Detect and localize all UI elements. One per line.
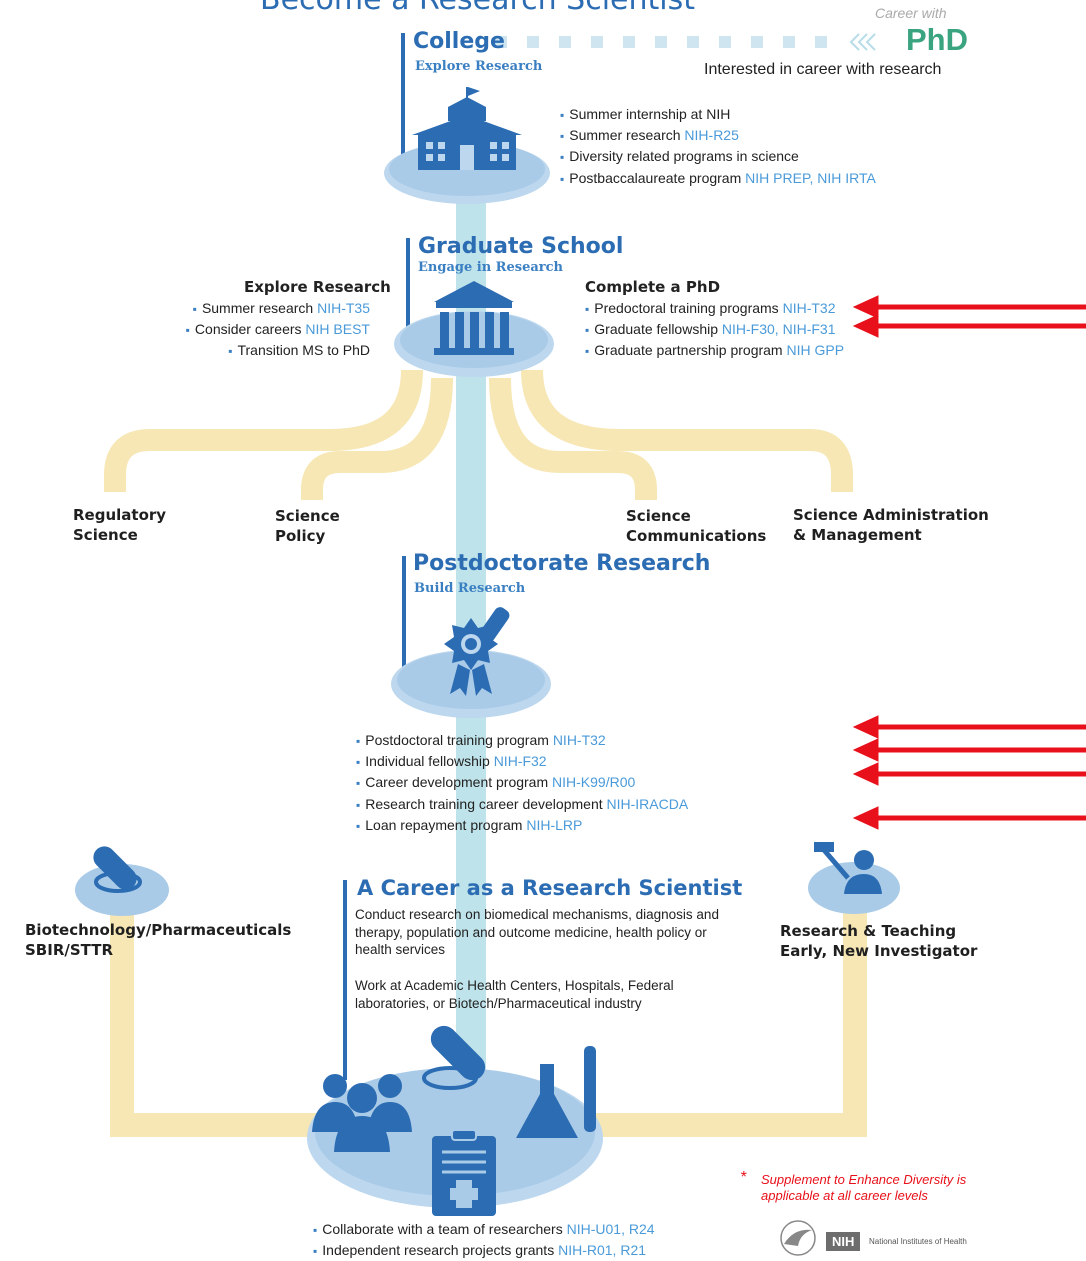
diploma-ribbon-icon <box>391 607 551 718</box>
list-item: Postbaccalaureate program NIH PREP, NIH … <box>560 168 876 189</box>
postdoc-accent-bar <box>402 556 406 688</box>
grad-subheading: Engage in Research <box>418 260 563 275</box>
list-item: Graduate partnership program NIH GPP <box>585 340 844 361</box>
grad-complete-list: Predoctoral training programs NIH-T32 Gr… <box>585 298 844 362</box>
flask-icon <box>516 1064 578 1138</box>
list-item: Loan repayment program NIH-LRP <box>356 815 688 836</box>
phd-label: PhD <box>906 22 968 57</box>
clipboard-icon <box>432 1129 496 1216</box>
postdoc-subheading: Build Research <box>414 581 526 596</box>
test-tube-icon <box>584 1046 596 1132</box>
program-link[interactable]: NIH-F30, NIH-F31 <box>721 321 836 338</box>
grad-heading: Graduate School <box>418 234 624 259</box>
list-item: Individual fellowship NIH-F32 <box>356 751 688 772</box>
program-link[interactable]: NIH-T32 <box>552 732 606 748</box>
list-item: Postdoctoral training program NIH-T32 <box>356 730 688 751</box>
list-item: Summer internship at NIH <box>560 104 876 125</box>
arrow-loan-repayment-icon <box>852 806 1086 830</box>
bank-column-icon <box>394 281 554 377</box>
career-with-subtitle: Interested in career with research <box>704 61 942 78</box>
list-item: Summer research NIH-T35 <box>186 298 370 319</box>
list-item: Predoctoral training programs NIH-T32 <box>585 298 844 319</box>
people-group-icon <box>312 1074 412 1152</box>
career-grant-list: Collaborate with a team of researchers N… <box>313 1219 655 1261</box>
grad-explore-title: Explore Research <box>244 278 391 296</box>
list-item: Collaborate with a team of researchers N… <box>313 1219 655 1240</box>
list-item: Summer research NIH-R25 <box>560 125 876 146</box>
program-link[interactable]: NIH PREP, NIH IRTA <box>745 169 876 186</box>
career-workplaces: Work at Academic Health Centers, Hospita… <box>355 978 674 1011</box>
grad-accent-bar <box>406 238 410 336</box>
highlight-arrows <box>852 295 1086 830</box>
list-item: Graduate fellowship NIH-F30, NIH-F31 <box>585 319 844 340</box>
supplement-star: * <box>740 1169 747 1186</box>
program-link[interactable]: NIH-R25 <box>684 127 739 144</box>
page-title: Become a Research Scientist <box>260 0 695 17</box>
supplement-note: Supplement to Enhance Diversity is appli… <box>761 1172 967 1203</box>
dotted-progress-line <box>495 33 876 51</box>
list-item: Diversity related programs in science <box>560 146 876 167</box>
school-building-icon <box>384 87 550 204</box>
postdoc-heading: Postdoctorate Research <box>413 551 711 576</box>
arrow-predoctoral-icon <box>852 295 1086 319</box>
program-link[interactable]: NIH BEST <box>305 321 370 338</box>
grad-complete-title: Complete a PhD <box>585 278 721 296</box>
program-link[interactable]: NIH-R01, R21 <box>558 1242 647 1259</box>
program-link[interactable]: NIH-IRACDA <box>606 795 689 812</box>
list-item: Research training career development NIH… <box>356 794 688 815</box>
college-subheading: Explore Research <box>415 59 543 74</box>
nih-name: National Institutes of Health <box>869 1237 967 1246</box>
grad-explore-list: Summer research NIH-T35 Consider careers… <box>186 298 370 362</box>
college-heading: College <box>413 29 505 54</box>
career-heading: A Career as a Research Scientist <box>357 876 743 900</box>
program-link[interactable]: NIH-T32 <box>782 300 836 316</box>
program-link[interactable]: NIH-U01, R24 <box>566 1221 655 1237</box>
pill-petri-icon <box>75 846 169 916</box>
list-item: Consider careers NIH BEST <box>186 319 370 340</box>
college-program-list: Summer internship at NIH Summer research… <box>560 104 876 189</box>
program-link[interactable]: NIH-K99/R00 <box>552 774 636 791</box>
program-link[interactable]: NIH GPP <box>786 342 845 359</box>
career-accent-bar <box>343 880 347 1080</box>
career-description: Conduct research on biomedical mechanism… <box>355 907 719 957</box>
branch-science-administration: Science Administration& Management <box>793 506 989 544</box>
list-item: Career development program NIH-K99/R00 <box>356 772 688 793</box>
program-link[interactable]: NIH-F32 <box>493 753 547 770</box>
program-link[interactable]: NIH-LRP <box>526 816 583 833</box>
program-link[interactable]: NIH-T35 <box>317 300 370 316</box>
teacher-icon <box>808 842 900 914</box>
arrow-individual-fellowship-icon <box>852 738 1086 762</box>
postdoc-program-list: Postdoctoral training program NIH-T32 In… <box>356 730 688 836</box>
list-item: Transition MS to PhD <box>186 340 370 361</box>
nih-badge: NIH <box>826 1232 861 1251</box>
pill-petri-icon <box>422 1025 486 1090</box>
arrow-postdoctoral-training-icon <box>852 715 1086 739</box>
career-icons-platform <box>307 1025 603 1216</box>
hhs-eagle-icon <box>780 1220 816 1256</box>
college-accent-bar <box>401 33 405 160</box>
arrow-career-development-icon <box>852 762 1086 786</box>
career-with-label: Career with <box>875 5 947 21</box>
list-item: Independent research projects grants NIH… <box>313 1240 655 1261</box>
arrow-graduate-fellowship-icon <box>852 314 1086 338</box>
